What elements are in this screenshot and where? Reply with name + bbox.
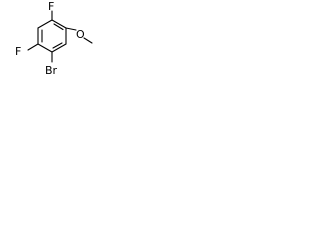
ring-bond-c1-c2 [51, 19, 67, 29]
ring-bond-c3-c4 [51, 43, 67, 53]
ring-double-bond-inner-2 [52, 42, 63, 49]
atom-label-fluorine-left: F [15, 45, 21, 58]
bond-to-oxygen [65, 27, 77, 31]
ring-double-bond-inner-1 [53, 23, 64, 31]
atom-label-oxygen: O [76, 28, 85, 41]
ring-bond-c4-c5 [37, 43, 53, 53]
ring-bond-c6-c1 [37, 19, 53, 29]
structure-diagram: F F O Br [0, 0, 96, 82]
bond-oxygen-methyl [83, 37, 93, 44]
bond-to-fluorine-left [27, 43, 39, 51]
molecule-drawing: F F O Br [15, 0, 93, 77]
atom-label-bromine: Br [45, 64, 58, 77]
atom-label-fluorine-top: F [48, 0, 54, 13]
